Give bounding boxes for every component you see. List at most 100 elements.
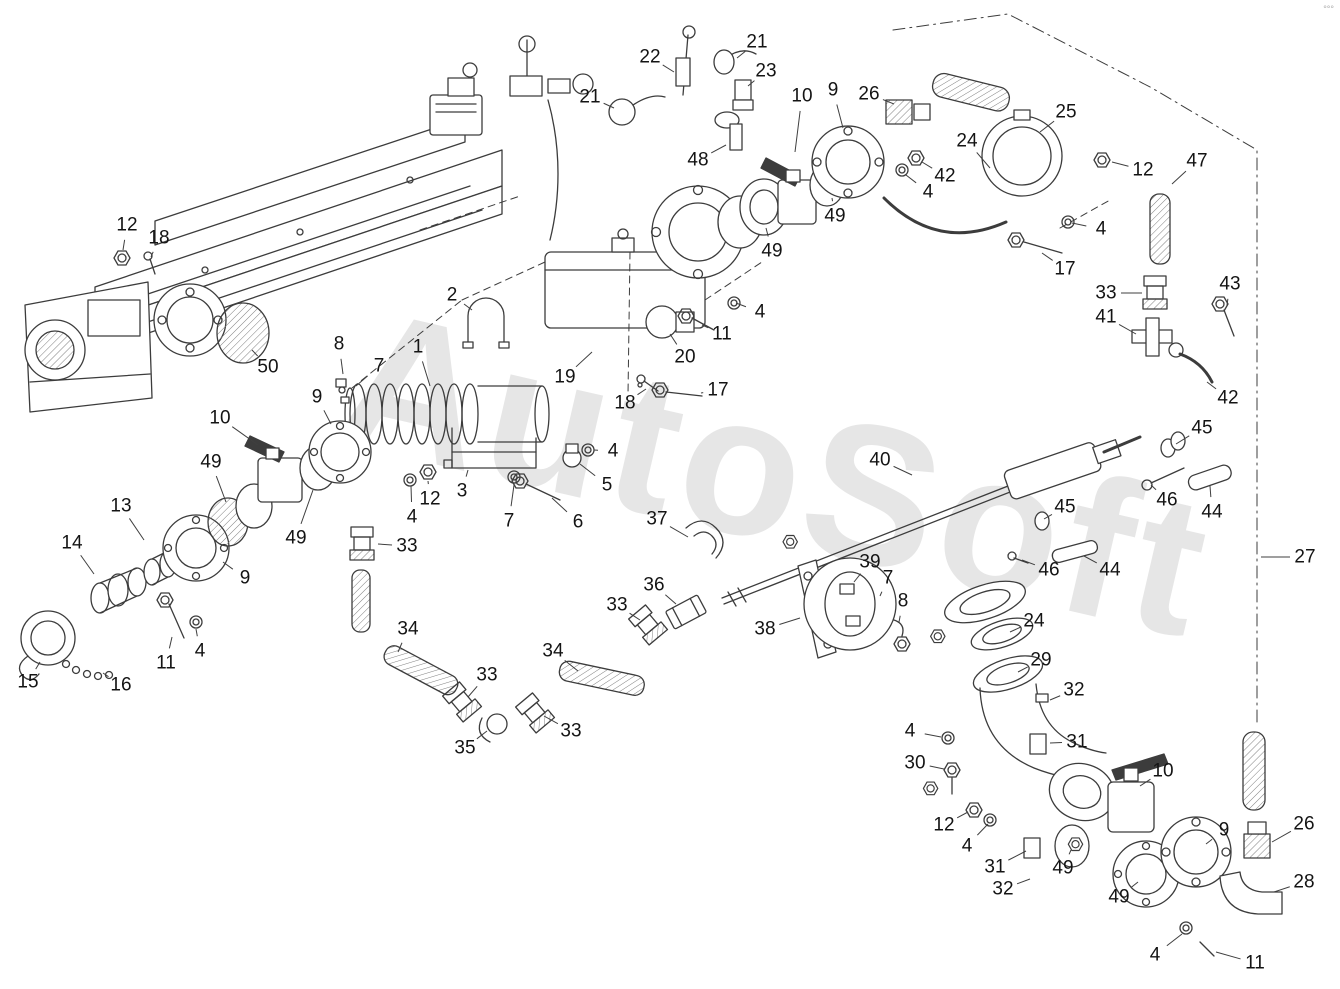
- callout-8: 8: [897, 590, 909, 612]
- callout-3: 3: [456, 480, 468, 502]
- callout-1: 1: [412, 336, 424, 358]
- callout-23: 23: [755, 60, 777, 82]
- callout-4: 4: [904, 720, 916, 742]
- callout-46: 46: [1156, 489, 1178, 511]
- callout-10: 10: [209, 407, 231, 429]
- top-right-hose-group-drawing: [882, 72, 1171, 265]
- callout-34: 34: [397, 618, 419, 640]
- hardware-top-left-drawing: [113, 250, 156, 275]
- callout-15: 15: [17, 671, 39, 693]
- callout-31: 31: [984, 856, 1006, 878]
- pump-unit-drawing: [24, 35, 594, 413]
- callout-17: 17: [1054, 258, 1076, 280]
- callout-7: 7: [503, 510, 515, 532]
- callout-22: 22: [639, 46, 661, 68]
- callout-4: 4: [961, 835, 973, 857]
- callout-14: 14: [61, 532, 83, 554]
- callout-21: 21: [746, 31, 768, 53]
- callout-30: 30: [904, 752, 926, 774]
- callout-2: 2: [446, 284, 458, 306]
- callout-4: 4: [607, 440, 619, 462]
- callout-31: 31: [1066, 731, 1088, 753]
- callout-40: 40: [869, 449, 891, 471]
- callout-9: 9: [239, 567, 251, 589]
- callout-4: 4: [406, 506, 418, 528]
- callout-45: 45: [1191, 417, 1213, 439]
- hose-run-drawing: [349, 520, 724, 743]
- callout-18: 18: [148, 227, 170, 249]
- callout-34: 34: [542, 640, 564, 662]
- callout-19: 19: [554, 366, 576, 388]
- callout-49: 49: [1108, 886, 1130, 908]
- callout-45: 45: [1054, 496, 1076, 518]
- suction-coupler-drawing: [18, 420, 372, 681]
- upper-valve-chain-drawing: [717, 125, 925, 249]
- callout-49: 49: [824, 205, 846, 227]
- callout-4: 4: [754, 301, 766, 323]
- callout-25: 25: [1055, 101, 1077, 123]
- callout-9: 9: [827, 79, 839, 101]
- callout-50: 50: [257, 356, 279, 378]
- callout-20: 20: [674, 346, 696, 368]
- callout-9: 9: [311, 386, 323, 408]
- callout-6: 6: [572, 511, 584, 533]
- callout-27: 27: [1294, 546, 1316, 568]
- callout-11: 11: [156, 652, 176, 674]
- callout-13: 13: [110, 495, 132, 517]
- callout-42: 42: [934, 165, 956, 187]
- callout-4: 4: [194, 640, 206, 662]
- callout-33: 33: [476, 664, 498, 686]
- vent-fittings-drawing: [608, 25, 757, 151]
- elbow-pipework-drawing: [922, 580, 1283, 957]
- callout-33: 33: [560, 720, 582, 742]
- mount-bracket-drawing: [782, 534, 911, 659]
- callout-9: 9: [1218, 819, 1230, 841]
- callout-48: 48: [687, 149, 709, 171]
- callout-32: 32: [1063, 679, 1085, 701]
- cylinder-rod-drawing: [721, 431, 1232, 607]
- callout-7: 7: [373, 355, 385, 377]
- callout-4: 4: [922, 181, 934, 203]
- callout-17: 17: [707, 379, 729, 401]
- callout-41: 41: [1095, 306, 1117, 328]
- callout-10: 10: [791, 85, 813, 107]
- callout-33: 33: [606, 594, 628, 616]
- callout-44: 44: [1099, 559, 1121, 581]
- callout-43: 43: [1219, 273, 1241, 295]
- phantom-lines: [351, 13, 1258, 723]
- callout-11: 11: [1245, 952, 1265, 974]
- callout-10: 10: [1152, 760, 1174, 782]
- callout-42: 42: [1217, 387, 1239, 409]
- callout-7: 7: [882, 567, 894, 589]
- callout-18: 18: [614, 392, 636, 414]
- callout-37: 37: [646, 508, 668, 530]
- corner-mark: °°°: [1323, 4, 1334, 14]
- bellows-drawing: [335, 296, 741, 501]
- callout-11: 11: [712, 323, 732, 345]
- callout-38: 38: [754, 618, 776, 640]
- callout-5: 5: [601, 474, 613, 496]
- callout-49: 49: [200, 451, 222, 473]
- callout-39: 39: [859, 551, 881, 573]
- callout-29: 29: [1030, 649, 1052, 671]
- callout-47: 47: [1186, 150, 1208, 172]
- callout-33: 33: [396, 535, 418, 557]
- callout-16: 16: [110, 674, 132, 696]
- callout-26: 26: [1293, 813, 1315, 835]
- callout-24: 24: [956, 130, 978, 152]
- callout-4: 4: [1095, 218, 1107, 240]
- callout-12: 12: [933, 814, 955, 836]
- callout-4: 4: [1149, 944, 1161, 966]
- callout-21: 21: [579, 86, 601, 108]
- callout-12: 12: [1132, 159, 1154, 181]
- callout-49: 49: [761, 240, 783, 262]
- callout-36: 36: [643, 574, 665, 596]
- callout-44: 44: [1201, 501, 1223, 523]
- callout-33: 33: [1095, 282, 1117, 304]
- callout-49: 49: [1052, 857, 1074, 879]
- callout-35: 35: [454, 737, 476, 759]
